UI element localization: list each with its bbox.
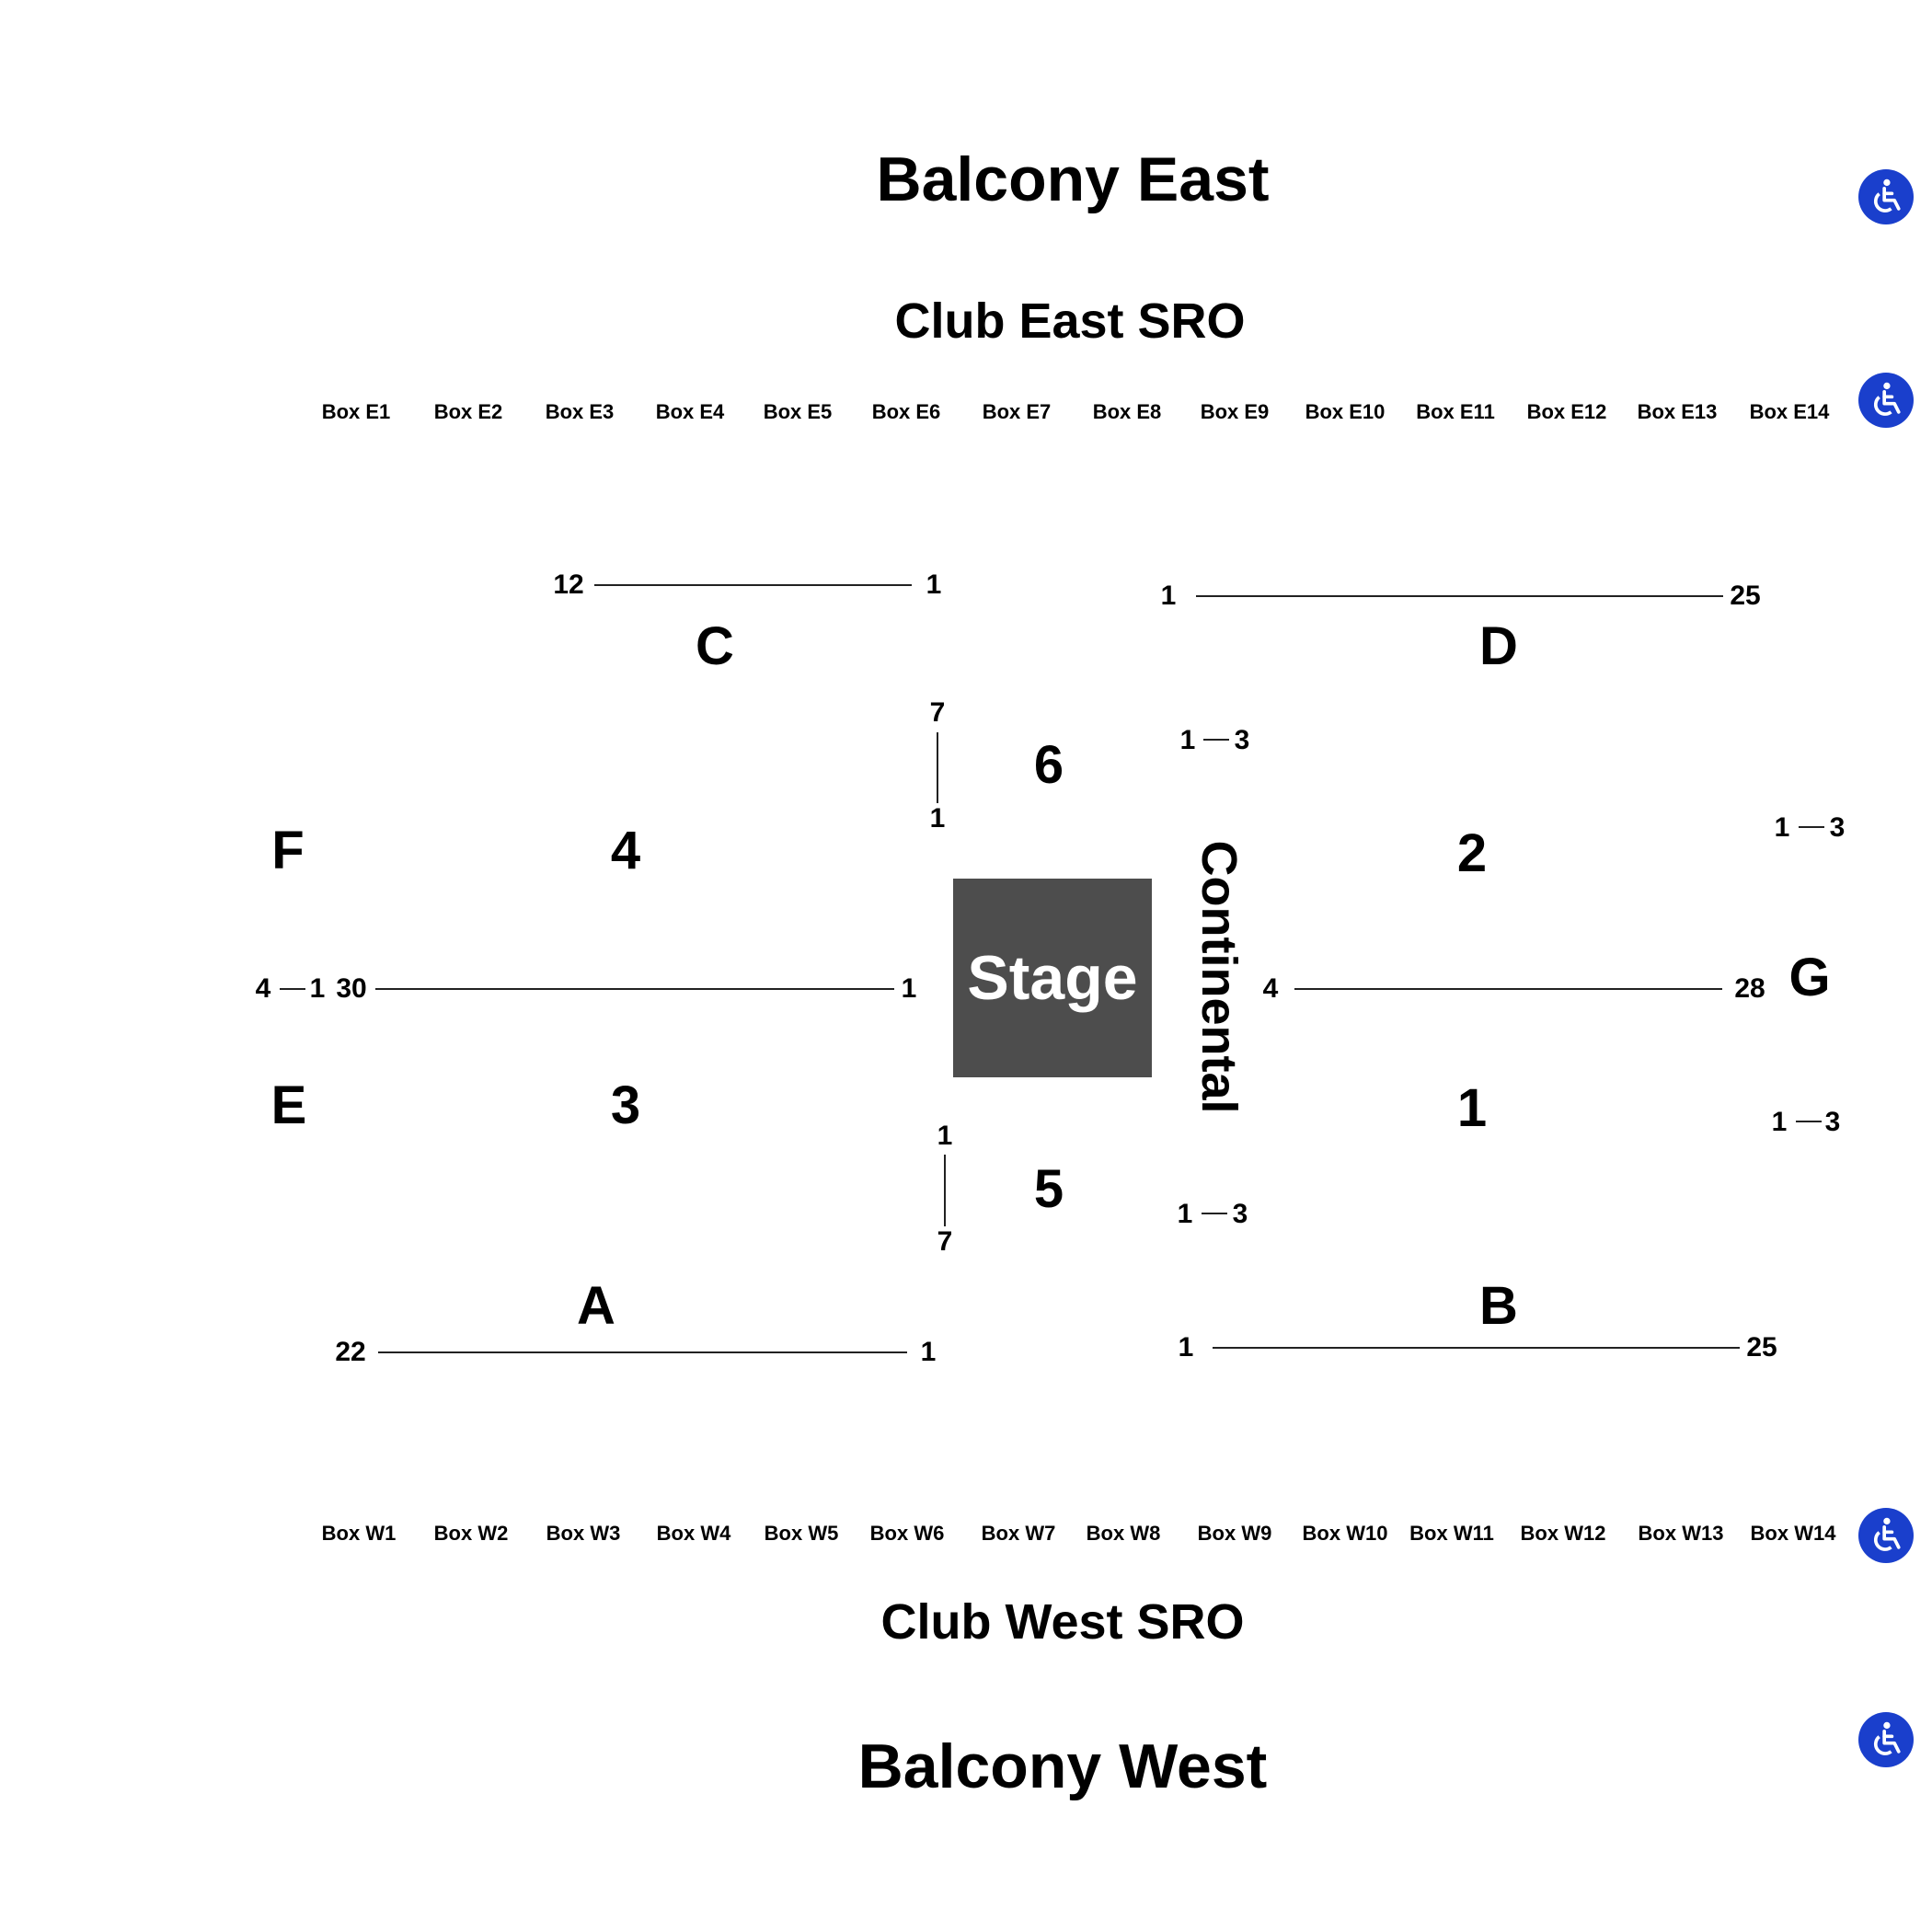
row-label-mid-1: 1: [901, 973, 917, 1004]
box-w14[interactable]: Box W14: [1750, 1522, 1836, 1545]
box-w3[interactable]: Box W3: [546, 1522, 621, 1545]
box-w12[interactable]: Box W12: [1520, 1522, 1606, 1545]
box-w11[interactable]: Box W11: [1409, 1522, 1494, 1545]
stage: Stage: [953, 879, 1152, 1077]
section-e[interactable]: E: [270, 1075, 307, 1135]
row-label-mid-30: 30: [336, 973, 367, 1004]
box-e13[interactable]: Box E13: [1637, 400, 1718, 423]
row-line-d: [1196, 595, 1723, 597]
row-label-ef-4: 4: [255, 973, 271, 1004]
row-label-ef-1: 1: [309, 973, 326, 1004]
row-label-5-7: 7: [937, 1226, 953, 1257]
row-line-g-top: [1799, 826, 1824, 828]
row-label-d-1: 1: [1160, 581, 1177, 611]
row-label-b-25: 25: [1746, 1332, 1777, 1363]
row-line-6: [937, 732, 938, 803]
row-label-5-1: 1: [937, 1121, 953, 1151]
stage-label: Stage: [967, 943, 1138, 1013]
wheelchair-icon-glyph: [1873, 178, 1901, 213]
row-line-ne: [1203, 739, 1229, 741]
box-w6[interactable]: Box W6: [869, 1522, 945, 1545]
wheelchair-icon-glyph: [1873, 1517, 1901, 1551]
section-a[interactable]: A: [577, 1276, 615, 1336]
row-line-c: [594, 584, 912, 586]
box-e7[interactable]: Box E7: [982, 400, 1052, 423]
box-e11[interactable]: Box E11: [1416, 400, 1495, 423]
continental-label[interactable]: Continental: [1191, 840, 1247, 1114]
section-g[interactable]: G: [1788, 948, 1831, 1007]
club-east-sro-label[interactable]: Club East SRO: [894, 293, 1246, 349]
box-w13[interactable]: Box W13: [1638, 1522, 1724, 1545]
row-label-mid-right-4: 4: [1262, 973, 1279, 1004]
section-4[interactable]: 4: [610, 821, 641, 880]
row-label-g-bottom-3: 3: [1824, 1107, 1841, 1137]
row-label-c-1: 1: [926, 569, 942, 600]
wheelchair-icon[interactable]: [1858, 1712, 1914, 1767]
box-w7[interactable]: Box W7: [981, 1522, 1056, 1545]
box-e9[interactable]: Box E9: [1200, 400, 1270, 423]
row-label-ne-1: 1: [1179, 725, 1196, 755]
row-label-a-1: 1: [920, 1337, 937, 1367]
wheelchair-icon-glyph: [1873, 1721, 1901, 1755]
row-label-g-bottom-1: 1: [1771, 1107, 1788, 1137]
section-5[interactable]: 5: [1033, 1159, 1064, 1219]
box-e4[interactable]: Box E4: [655, 400, 725, 423]
section-b[interactable]: B: [1479, 1276, 1518, 1336]
box-w10[interactable]: Box W10: [1302, 1522, 1388, 1545]
section-1[interactable]: 1: [1456, 1078, 1488, 1138]
row-label-g-top-1: 1: [1774, 812, 1790, 843]
wheelchair-icon[interactable]: [1858, 373, 1914, 428]
row-label-b-1: 1: [1178, 1332, 1194, 1363]
row-line-a: [378, 1351, 907, 1353]
row-line-5: [944, 1155, 946, 1226]
box-e1[interactable]: Box E1: [321, 400, 391, 423]
row-label-mid-right-28: 28: [1734, 973, 1765, 1004]
row-line-b: [1213, 1347, 1740, 1349]
box-e3[interactable]: Box E3: [545, 400, 615, 423]
balcony-west-label[interactable]: Balcony West: [857, 1731, 1268, 1801]
row-line-mid-right: [1294, 988, 1722, 990]
box-e12[interactable]: Box E12: [1526, 400, 1607, 423]
box-e8[interactable]: Box E8: [1092, 400, 1162, 423]
section-2[interactable]: 2: [1456, 823, 1488, 883]
box-e6[interactable]: Box E6: [871, 400, 941, 423]
wheelchair-icon[interactable]: [1858, 1508, 1914, 1563]
section-6[interactable]: 6: [1033, 735, 1064, 795]
section-c[interactable]: C: [696, 616, 734, 676]
box-w2[interactable]: Box W2: [433, 1522, 509, 1545]
club-west-sro-label[interactable]: Club West SRO: [880, 1594, 1245, 1650]
box-w1[interactable]: Box W1: [321, 1522, 397, 1545]
row-label-6-7: 7: [929, 697, 946, 728]
row-label-d-25: 25: [1730, 581, 1761, 611]
row-label-ne-3: 3: [1234, 725, 1250, 755]
row-line-mid-left: [375, 988, 894, 990]
row-label-a-22: 22: [335, 1337, 366, 1367]
box-w9[interactable]: Box W9: [1197, 1522, 1272, 1545]
row-line-g-bottom: [1796, 1121, 1822, 1122]
section-d[interactable]: D: [1479, 616, 1518, 676]
balcony-east-label[interactable]: Balcony East: [876, 144, 1270, 214]
row-label-se-3: 3: [1232, 1199, 1248, 1229]
box-e14[interactable]: Box E14: [1749, 400, 1830, 423]
row-label-se-1: 1: [1177, 1199, 1193, 1229]
box-e5[interactable]: Box E5: [763, 400, 833, 423]
box-w5[interactable]: Box W5: [764, 1522, 839, 1545]
row-line-se: [1202, 1213, 1227, 1214]
box-e2[interactable]: Box E2: [433, 400, 503, 423]
row-label-6-1: 1: [929, 803, 946, 834]
wheelchair-icon[interactable]: [1858, 169, 1914, 224]
section-3[interactable]: 3: [610, 1075, 641, 1135]
wheelchair-icon-glyph: [1873, 382, 1901, 416]
box-e10[interactable]: Box E10: [1305, 400, 1386, 423]
row-label-g-top-3: 3: [1829, 812, 1846, 843]
row-label-c-12: 12: [553, 569, 584, 600]
row-line-ef: [280, 988, 305, 990]
box-w8[interactable]: Box W8: [1086, 1522, 1161, 1545]
box-w4[interactable]: Box W4: [656, 1522, 731, 1545]
section-f[interactable]: F: [271, 821, 305, 880]
